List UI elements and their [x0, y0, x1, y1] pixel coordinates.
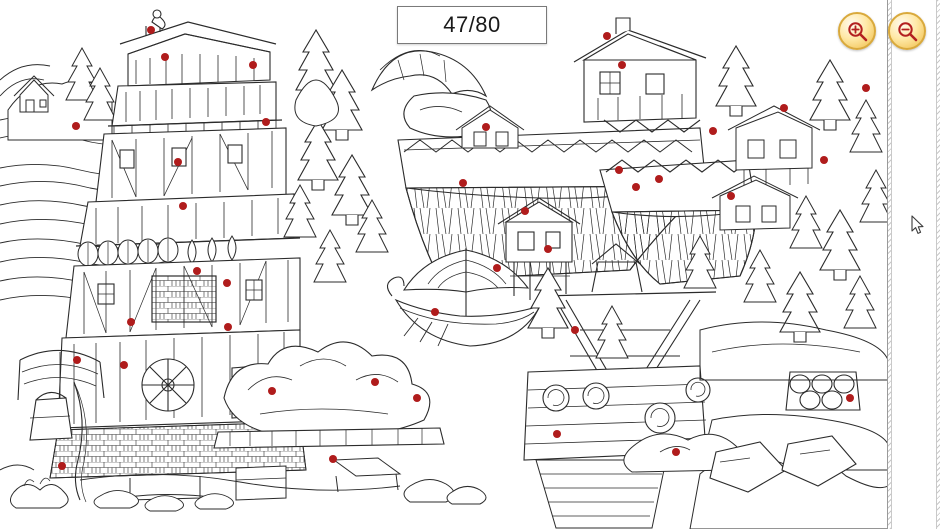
- zoom-out-button[interactable]: [888, 12, 926, 50]
- zoom-out-icon: [898, 22, 918, 42]
- scrollbar-track[interactable]: [891, 0, 937, 529]
- progress-counter-text: 47/80: [443, 12, 501, 37]
- right-scroll-strip[interactable]: [887, 0, 940, 529]
- line-art-scene: [0, 9, 888, 529]
- picture-canvas[interactable]: [0, 0, 889, 529]
- zoom-in-button[interactable]: [838, 12, 876, 50]
- progress-counter: 47/80: [397, 6, 547, 44]
- zoom-in-icon: [848, 22, 868, 42]
